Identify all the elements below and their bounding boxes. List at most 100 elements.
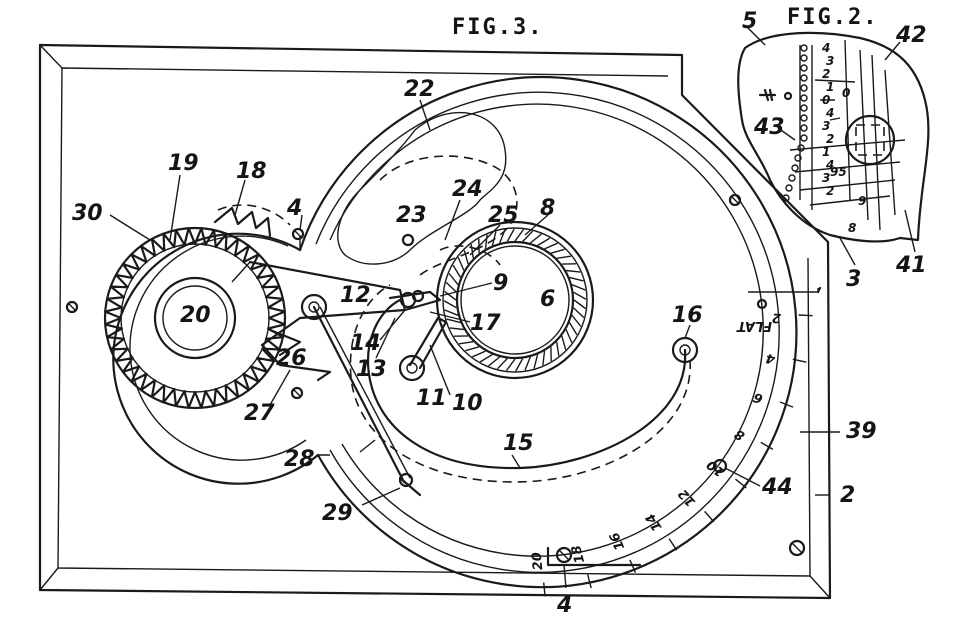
label-17: 17 (470, 311, 501, 336)
fig2-dot (800, 54, 808, 62)
label-11: 11 (416, 386, 447, 411)
label-28: 28 (284, 447, 315, 472)
label-39: 39 (846, 419, 877, 444)
fig2-dot (797, 144, 805, 152)
label-18: 18 (236, 159, 267, 184)
screws (65, 193, 806, 564)
fig2-tick-4: 4 (825, 106, 834, 120)
scale-tick-8: 8 (732, 426, 747, 444)
gear-wheel (103, 226, 287, 410)
fig2-dot (782, 194, 790, 202)
fig2-dot (800, 64, 808, 72)
label-22: 22 (404, 77, 435, 102)
label-43: 43 (753, 115, 785, 140)
label-9: 9 (493, 271, 508, 296)
label-41: 41 (895, 253, 927, 278)
fig2-tick-1: 1 (822, 145, 830, 159)
scale-tick-4: 4 (764, 350, 777, 367)
label-26: 26 (276, 346, 307, 371)
scale-plate (546, 286, 822, 567)
scale-tick-mark (543, 582, 546, 597)
fig2-dot (800, 104, 808, 112)
scale-tick-18: 18 (569, 544, 588, 565)
fig2-tick-3: 3 (822, 171, 830, 185)
label-12: 12 (340, 283, 371, 308)
scale-tick-mark (629, 559, 637, 573)
label-19: 19 (168, 151, 199, 176)
label-24: 24 (452, 177, 483, 202)
label-29: 29 (322, 501, 353, 526)
main-housing (298, 75, 798, 589)
label-8: 8 (540, 196, 555, 221)
fig2-dot (794, 154, 802, 162)
pawl (213, 204, 291, 238)
fig2-dot (791, 164, 799, 172)
label-6: 6 (540, 287, 555, 312)
label-10: 10 (452, 391, 483, 416)
fig2-dot (800, 114, 808, 122)
fig2-tick-2: 2 (826, 184, 834, 198)
scale-tick-mark (792, 358, 807, 363)
fig2-dot (800, 74, 808, 82)
sector-link (388, 289, 448, 382)
label-2: 2 (840, 483, 855, 508)
fig2-tick-3: 3 (822, 119, 830, 133)
adjusting-rod (312, 305, 422, 497)
scale-tick-10: 10 (704, 456, 728, 479)
scale-tick-mark (704, 510, 715, 523)
leader-lines (109, 99, 840, 589)
fig2-zero: 0 (842, 86, 850, 100)
scale-tick-16: 16 (607, 530, 628, 553)
label-4-top: 4 (286, 196, 302, 221)
scale-tick-mark (587, 574, 592, 589)
label-27: 27 (244, 401, 275, 426)
label-14: 14 (350, 331, 381, 356)
scale-tick-mark (798, 314, 813, 317)
label-15: 15 (503, 431, 534, 456)
fig2-title: FIG.2. (787, 5, 878, 30)
fig2-tick-2: 2 (822, 67, 830, 81)
fig2-dot (800, 44, 808, 52)
label-44: 44 (761, 475, 793, 500)
scale-tick-14: 14 (643, 510, 665, 533)
fig2-dot (788, 174, 796, 182)
label-20: 20 (180, 303, 211, 328)
label-30: 30 (72, 201, 103, 226)
label-42: 42 (895, 23, 927, 48)
scale-flat-label: FLAT (736, 318, 772, 333)
label-13: 13 (356, 357, 387, 382)
fig2-dot (800, 134, 808, 142)
fig2-dot (800, 124, 808, 132)
fig2-tick-1: 1 (826, 80, 834, 94)
fig2-dot (800, 94, 808, 102)
fig2-tick-4: 4 (825, 158, 834, 172)
fig2-right-8: 8 (848, 221, 856, 235)
label-3: 3 (846, 267, 861, 292)
label-5: 5 (742, 9, 757, 34)
fig2-tick-2: 2 (826, 132, 834, 146)
scale-tick-2: 2 (772, 310, 782, 325)
label-23: 23 (396, 203, 427, 228)
label-4-bottom: 4 (556, 593, 572, 618)
scale-tick-mark (668, 538, 678, 551)
fig2-tick-0: 0 (822, 93, 830, 107)
lever-arm (231, 260, 407, 382)
fig2-dot (800, 84, 808, 92)
scale-tick-mark (734, 478, 747, 489)
fig2-tick-4: 4 (821, 41, 830, 55)
fig2-tick-3: 3 (826, 54, 834, 68)
label-16: 16 (672, 303, 703, 328)
base-plate (38, 43, 832, 600)
scale-tick-mark (760, 441, 774, 451)
scale-tick-6: 6 (751, 389, 765, 406)
fig2-value-95: 95 (830, 165, 847, 179)
fig2-dot (785, 184, 793, 192)
scale-tick-mark (779, 401, 794, 408)
label-25: 25 (488, 203, 519, 228)
scale-tick-20: 20 (530, 551, 547, 571)
fig3-title: FIG.3. (452, 15, 543, 40)
fig2-right-9: 9 (858, 194, 866, 208)
